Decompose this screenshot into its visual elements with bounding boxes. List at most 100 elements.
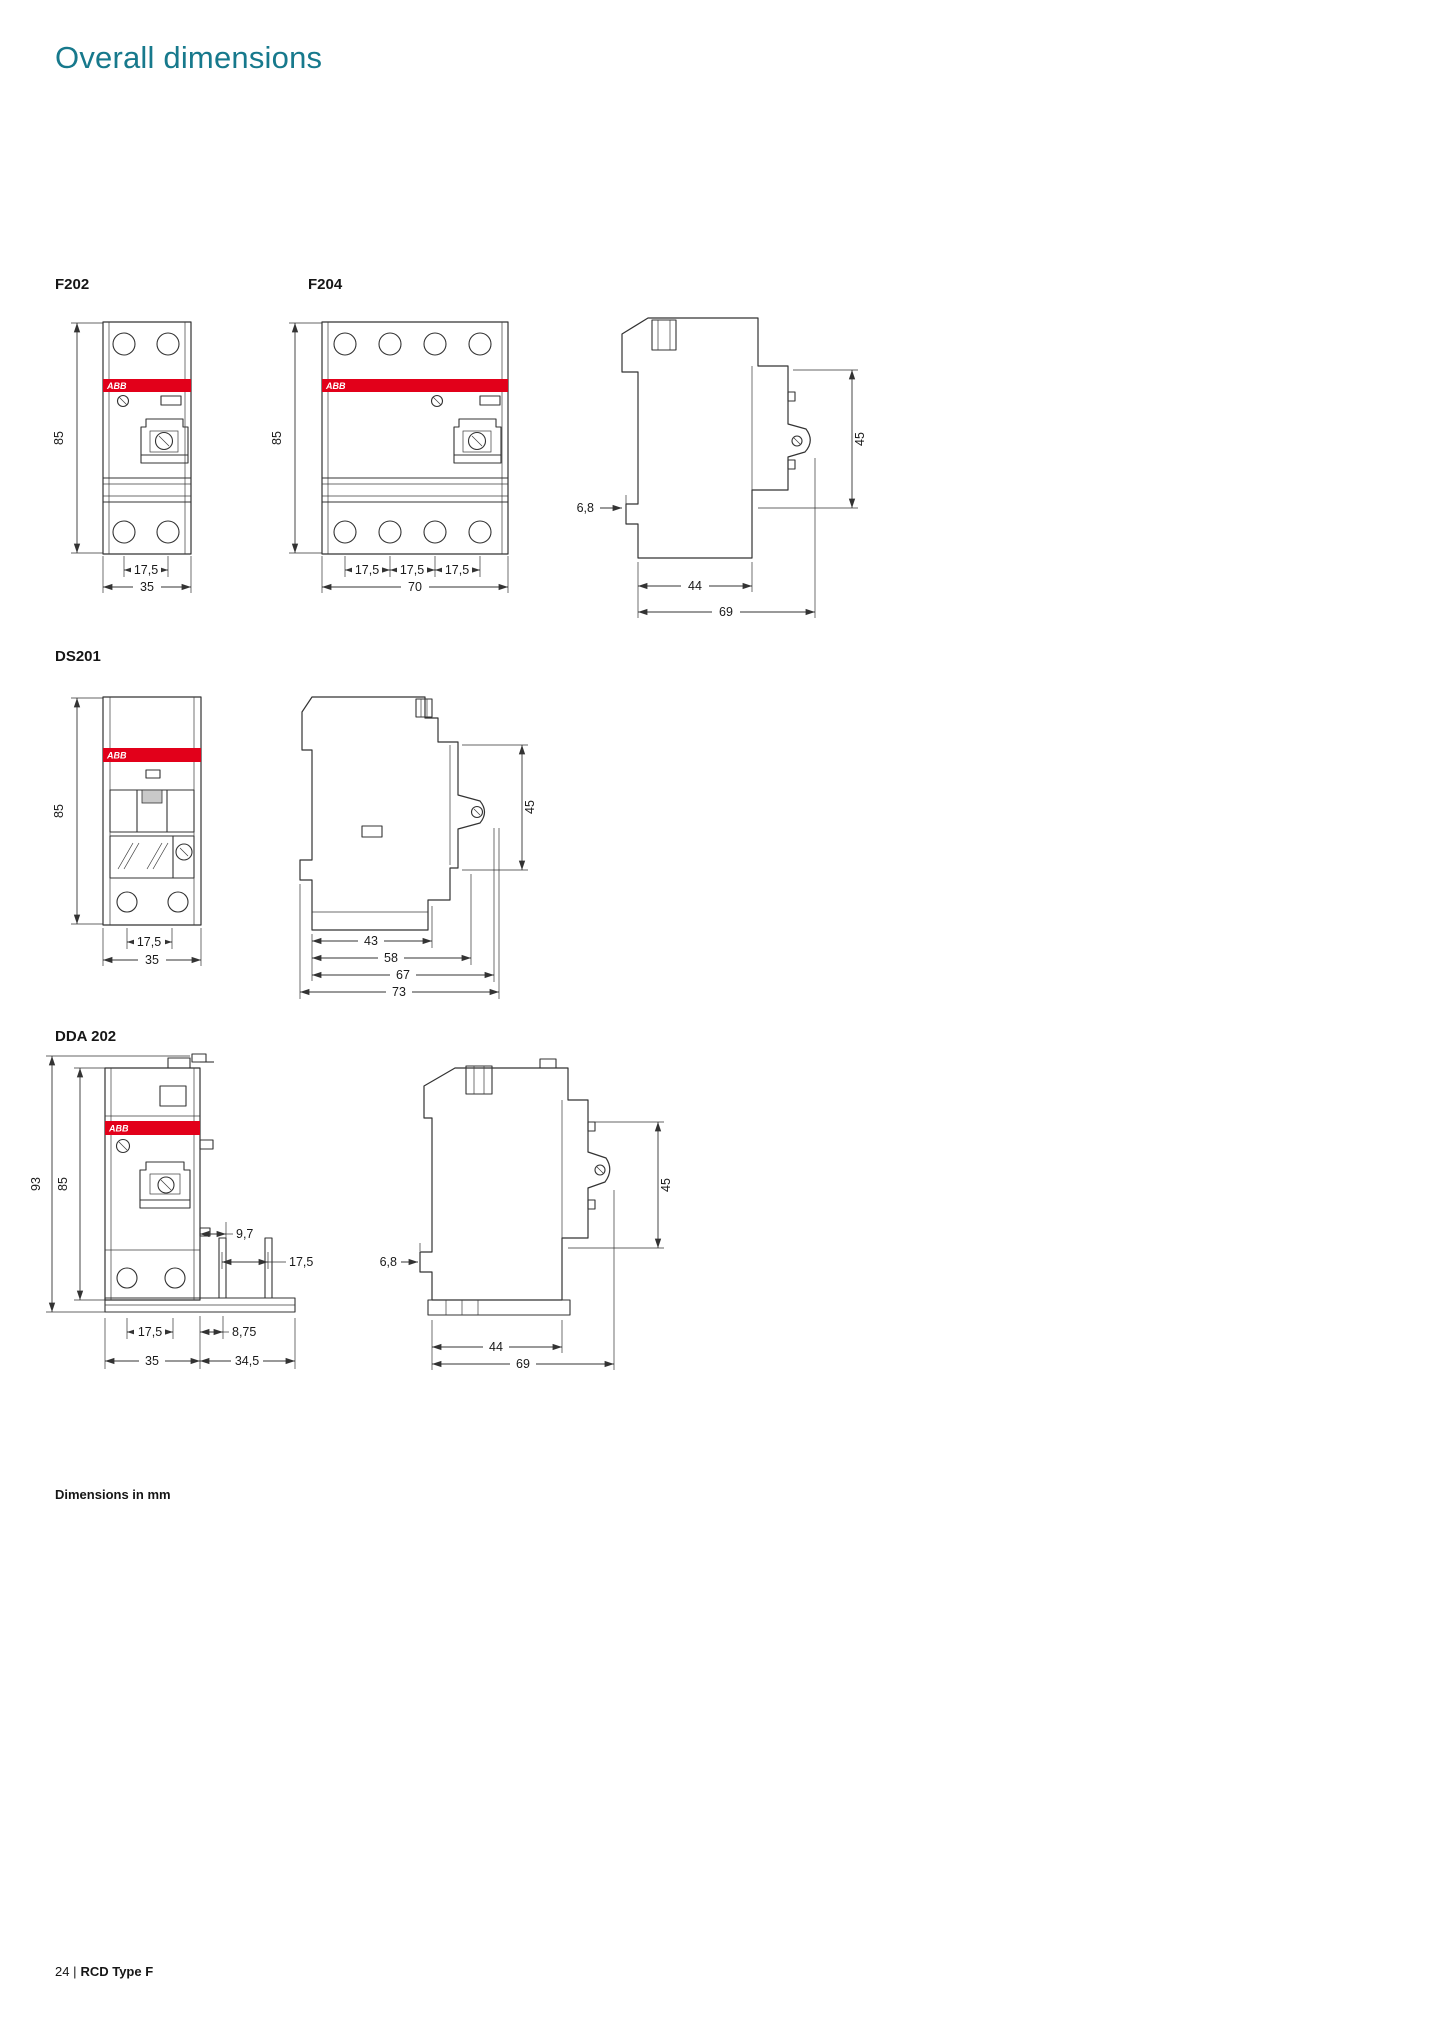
ds201-pitch-dimension: 17,5 xyxy=(126,928,173,949)
dim-text: 85 xyxy=(56,1177,70,1191)
indicator-window xyxy=(160,395,182,406)
dim-text: 45 xyxy=(659,1178,673,1192)
units-note: Dimensions in mm xyxy=(55,1487,171,1502)
dda202-total-height-dimension: 93 xyxy=(29,1055,190,1313)
dda202-width-dimension: 35 xyxy=(104,1316,201,1369)
abb-red-band xyxy=(103,379,191,392)
f204-front-view: ABB xyxy=(321,321,509,555)
ds201-side-front-height-dimension: 45 xyxy=(462,744,537,871)
dim-text: 85 xyxy=(52,431,66,445)
dim-text: 17,5 xyxy=(445,563,469,577)
f-side-view xyxy=(621,317,811,559)
dim-text: 8,75 xyxy=(232,1325,256,1339)
dda-side-front-height-dimension: 45 xyxy=(568,1121,673,1249)
handle-pin-detail xyxy=(791,435,803,447)
section-label-f204: F204 xyxy=(308,276,343,293)
connection-pin xyxy=(264,1237,273,1299)
abb-logo: ABB xyxy=(325,381,346,391)
test-screw-detail xyxy=(115,1138,131,1154)
dim-text: 17,5 xyxy=(355,563,379,577)
toggle-switch-detail xyxy=(139,1161,191,1209)
toggle-switch-detail xyxy=(453,418,502,464)
dim-text: 69 xyxy=(719,605,733,619)
dim-text: 17,5 xyxy=(134,563,158,577)
section-label-f202: F202 xyxy=(55,276,90,293)
toggle-row-detail xyxy=(109,789,195,833)
label-window-detail xyxy=(109,835,195,879)
f202-height-dimension: 85 xyxy=(52,322,103,554)
handle-pin-detail xyxy=(470,805,484,819)
dim-text: 34,5 xyxy=(235,1354,259,1368)
page-number: 24 | xyxy=(55,1964,77,1979)
f-side-front-height-dimension: 45 xyxy=(758,369,867,509)
indicator-window xyxy=(145,769,161,779)
window-detail xyxy=(159,1085,187,1107)
toggle-switch-detail xyxy=(140,418,189,464)
f202-width-dimension: 35 xyxy=(102,556,192,594)
dda202-pin-pitch-dimension: 17,5 xyxy=(221,1252,313,1269)
ds201-front-view: ABB xyxy=(102,696,202,926)
dim-text: 69 xyxy=(516,1357,530,1371)
dim-text: 9,7 xyxy=(236,1227,253,1241)
f-side-total-depth-dimension: 69 xyxy=(638,458,816,619)
dda202-ext-width-dimension: 34,5 xyxy=(200,1318,296,1369)
dim-text: 70 xyxy=(408,580,422,594)
dim-text: 44 xyxy=(688,579,702,593)
dim-text: 44 xyxy=(489,1340,503,1354)
dim-text: 45 xyxy=(853,432,867,446)
ds201-width-dimension: 35 xyxy=(102,928,202,967)
f202-front-view: ABB xyxy=(102,321,192,555)
dim-text: 17,5 xyxy=(137,935,161,949)
side-pin-mid xyxy=(199,1227,211,1237)
ds201-height-dimension: 85 xyxy=(52,697,103,925)
connection-pin xyxy=(218,1237,227,1299)
terminal-lines xyxy=(322,477,508,503)
test-screw-detail xyxy=(116,394,130,408)
side-pin-upper xyxy=(199,1139,214,1150)
dda-side-clip-dimension: 6,8 xyxy=(380,1243,433,1269)
abb-red-band xyxy=(322,379,508,392)
dim-text: 17,5 xyxy=(138,1325,162,1339)
dim-text: 85 xyxy=(52,804,66,818)
dim-text: 35 xyxy=(145,1354,159,1368)
window-detail xyxy=(361,825,383,838)
dda202-pitch-dimension: 17,5 xyxy=(126,1318,174,1339)
terminal-clamp-detail xyxy=(651,319,677,351)
dda202-offset-dimension: 8,75 xyxy=(200,1316,256,1339)
base-plate xyxy=(427,1299,571,1316)
dim-text: 6,8 xyxy=(577,501,594,515)
dim-text: 45 xyxy=(523,800,537,814)
doc-title: RCD Type F xyxy=(80,1964,154,1979)
page-title: Overall dimensions xyxy=(55,40,323,75)
handle-pin-detail xyxy=(594,1164,606,1176)
dda-side-depth-dimension: 44 xyxy=(431,1320,563,1370)
dim-text: 67 xyxy=(396,968,410,982)
f204-height-dimension: 85 xyxy=(270,322,322,554)
ds201-side-depth-dimensions: 43 58 67 73 xyxy=(299,828,500,999)
f204-width-dimension: 70 xyxy=(321,556,509,594)
indicator-window xyxy=(479,395,501,406)
terminal-lines xyxy=(103,477,191,503)
abb-logo: ABB xyxy=(108,1124,129,1134)
dim-text: 85 xyxy=(270,431,284,445)
dim-text: 17,5 xyxy=(400,563,424,577)
top-clip-detail xyxy=(167,1053,214,1069)
dim-text: 93 xyxy=(29,1177,43,1191)
dim-text: 73 xyxy=(392,985,406,999)
terminal-clamp-detail xyxy=(415,698,433,718)
f-side-depth-dimension: 44 xyxy=(637,562,753,618)
dim-text: 58 xyxy=(384,951,398,965)
abb-red-band xyxy=(105,1121,200,1135)
abb-logo: ABB xyxy=(106,381,127,391)
dda-side-total-depth-dimension: 69 xyxy=(432,1190,615,1371)
terminal-clamp-detail xyxy=(465,1065,493,1095)
dda202-pin-offset-dimension: 9,7 xyxy=(199,1222,253,1241)
top-bump-detail xyxy=(539,1058,557,1069)
test-screw-detail xyxy=(430,394,444,408)
section-label-ds201: DS201 xyxy=(55,648,101,665)
dim-text: 17,5 xyxy=(289,1255,313,1269)
page-footer: 24 |RCD Type F xyxy=(55,1964,153,1979)
dim-text: 35 xyxy=(140,580,154,594)
section-label-dda202: DDA 202 xyxy=(55,1028,117,1045)
